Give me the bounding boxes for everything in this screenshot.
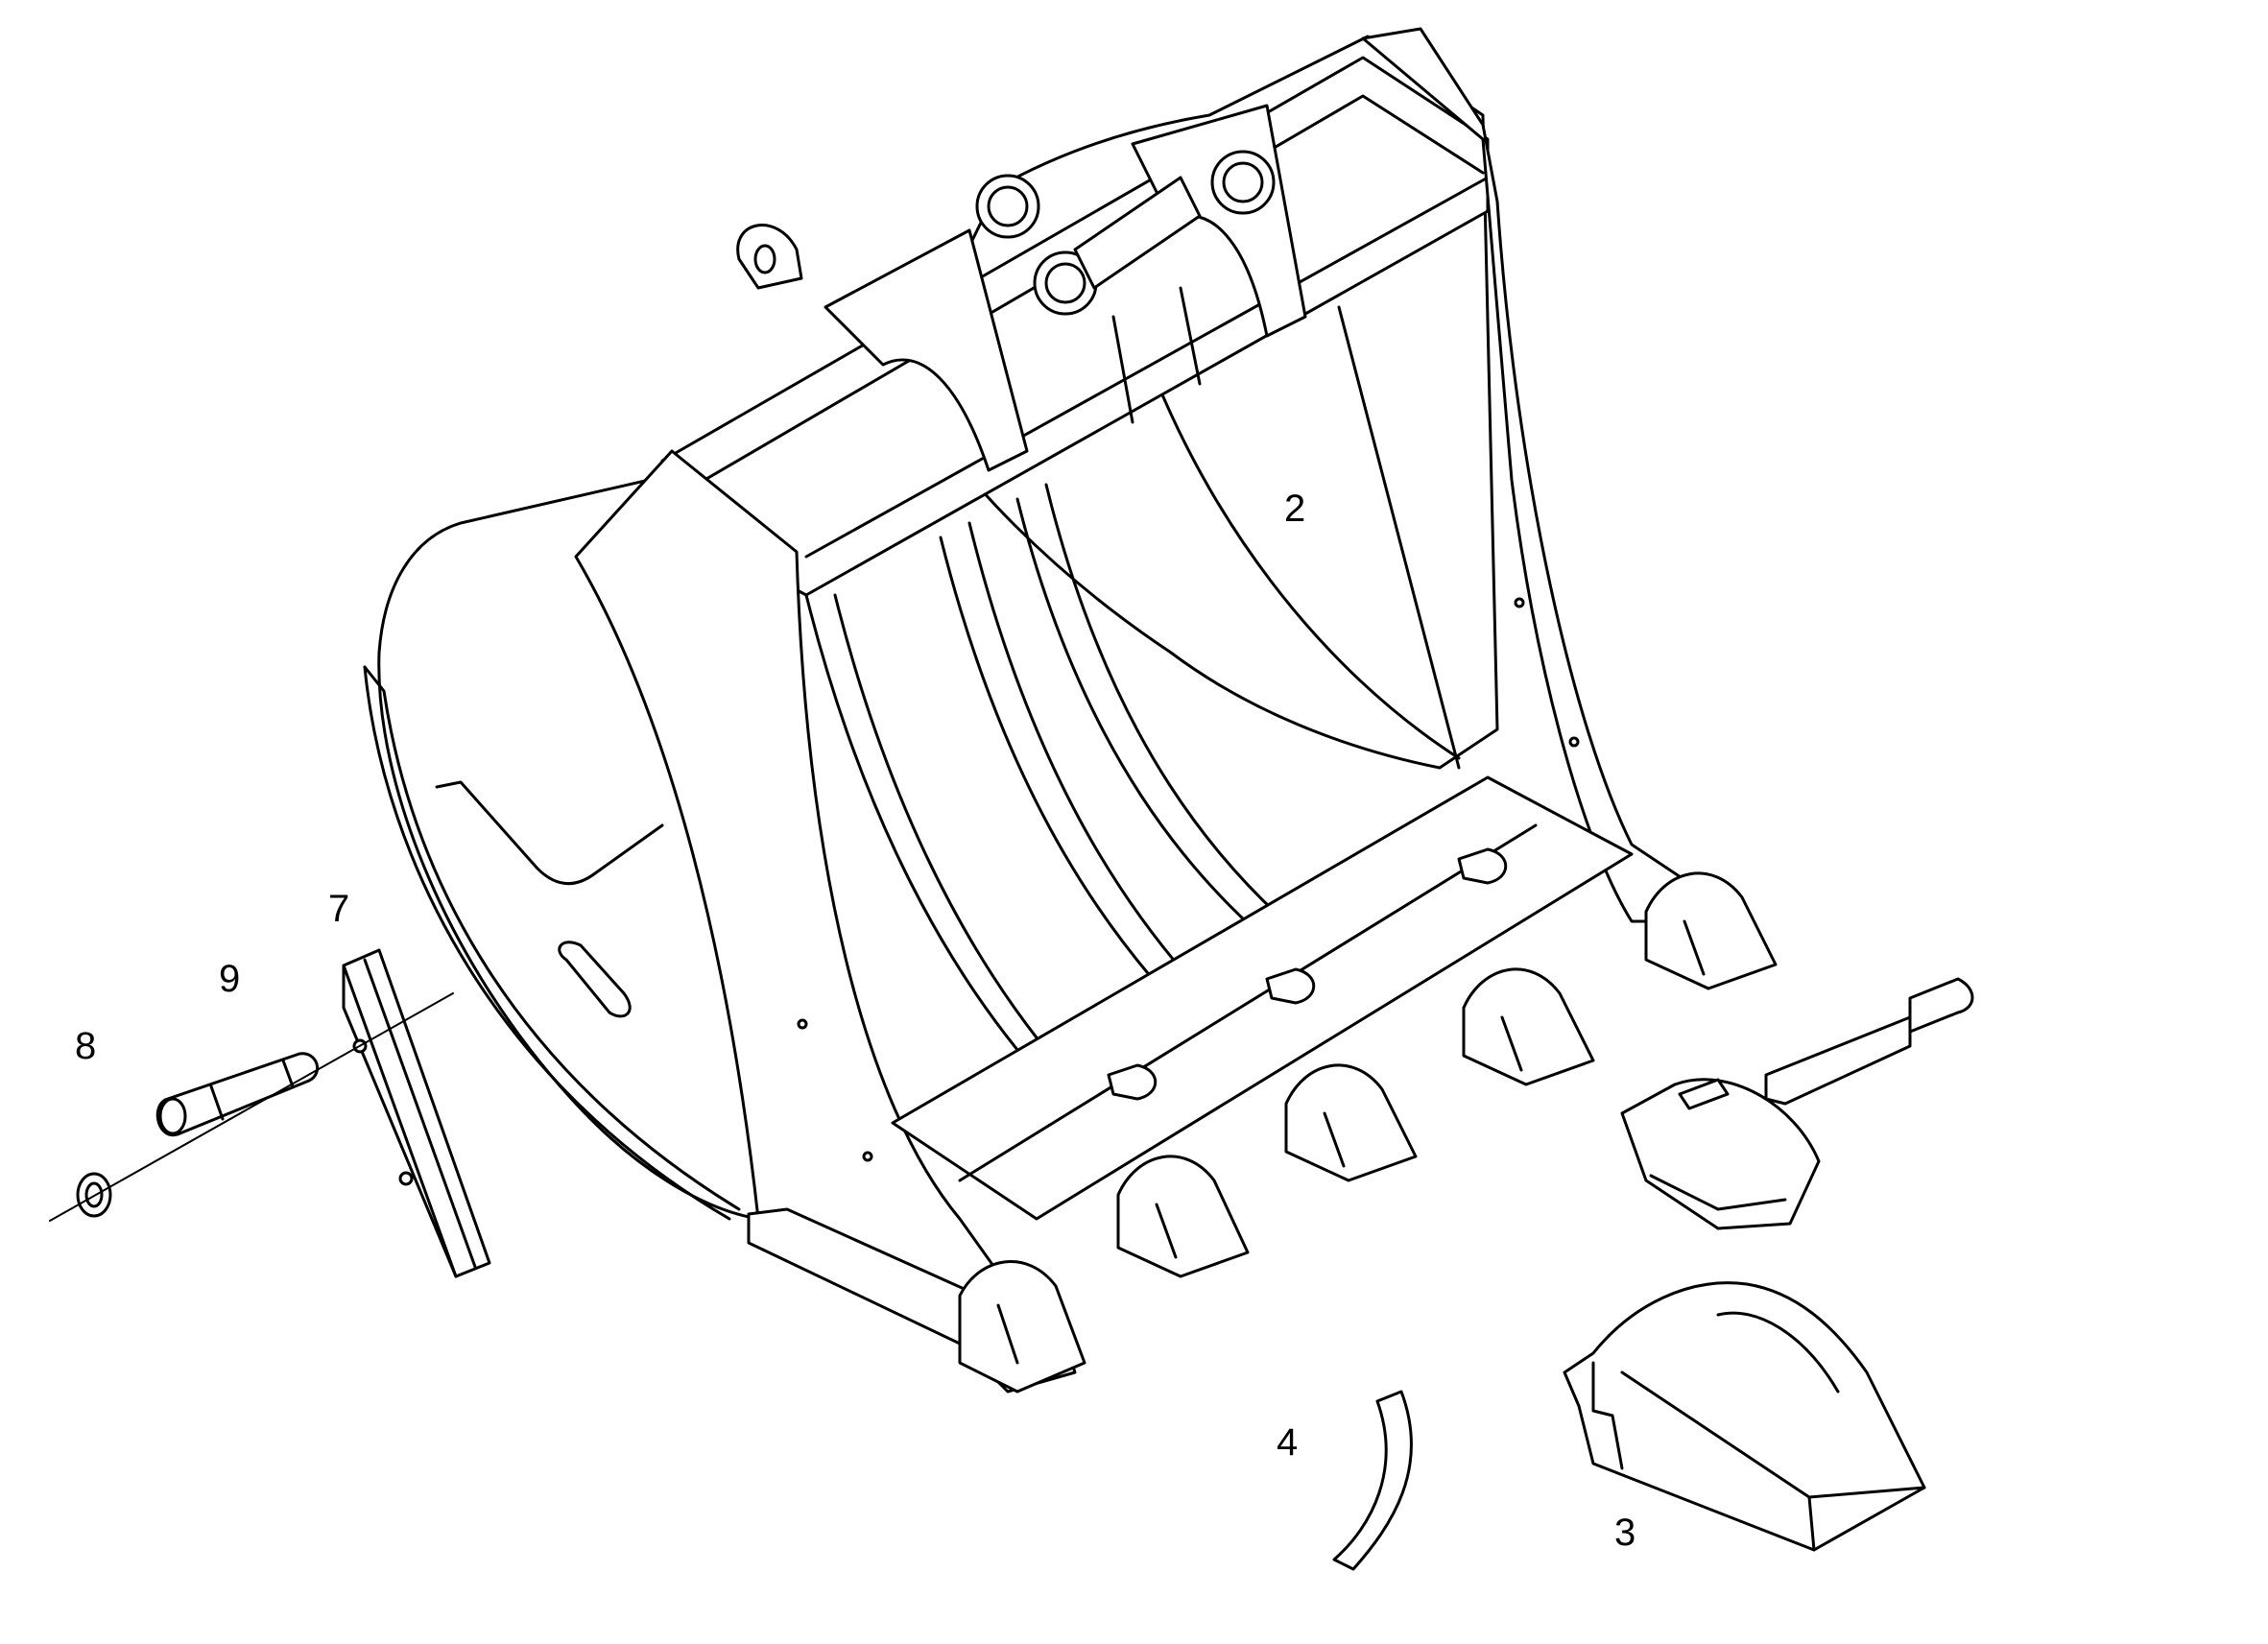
floor-lug-2: [1265, 967, 1316, 1005]
callout-4: 4: [1277, 1421, 1298, 1464]
rock-bucket: [363, 27, 1778, 1394]
pin-shaft: [1073, 176, 1202, 290]
left-side-plate: [574, 449, 1010, 1298]
floor-lug-1: [1107, 1063, 1158, 1101]
callout-8: 8: [75, 1025, 96, 1067]
bucket-tooth-1: [958, 1260, 1086, 1394]
part-retaining-pin: [155, 1052, 320, 1137]
mounting-bracket-left: [824, 228, 1029, 472]
floor-lug-3: [1457, 847, 1508, 885]
callout-7: 7: [328, 888, 349, 930]
assembly-axis-line: [49, 992, 454, 1222]
part-side-cutter-plate: [342, 948, 491, 1278]
bucket-tooth-5: [1644, 871, 1778, 990]
bucket-tooth-3: [1284, 1063, 1418, 1182]
part-retainer-clip: [1764, 977, 1974, 1106]
right-side-plate: [1361, 27, 1691, 923]
callout-2: 2: [1284, 488, 1305, 530]
part-tooth-adapter: [1620, 1078, 1821, 1230]
side-wall-slot: [558, 941, 632, 1018]
part-locking-pin: [1332, 1390, 1413, 1571]
bucket-tooth-4: [1462, 967, 1595, 1086]
part-tooth-tip: [1563, 1281, 1926, 1552]
callout-3: 3: [1614, 1512, 1635, 1554]
pin-boss-1: [975, 174, 1040, 239]
callout-9: 9: [219, 958, 240, 1000]
bucket-tooth-2: [1116, 1155, 1250, 1278]
pin-boss-3: [1210, 150, 1276, 215]
